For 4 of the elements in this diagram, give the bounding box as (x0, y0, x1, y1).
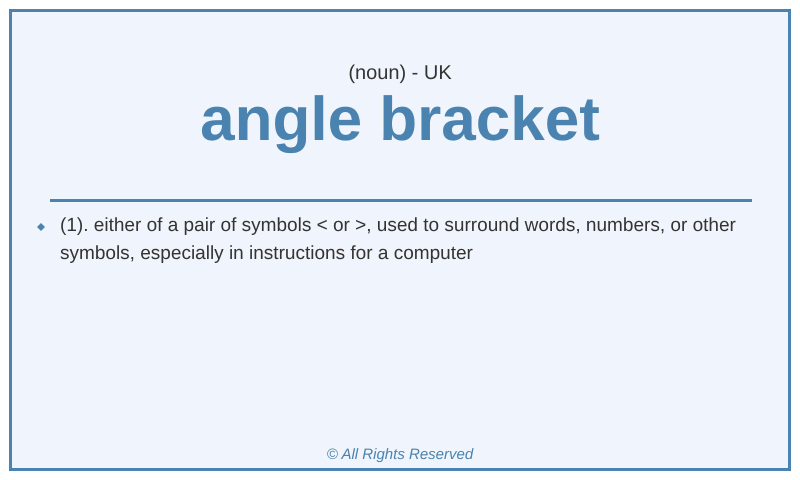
part-of-speech: (noun) - UK (348, 62, 452, 85)
definition-text: (1). either of a pair of symbols < or >, used to surround words, numbers, or other symbols, especially in instructions for a computer (60, 214, 737, 266)
copyright-notice: © All Rights Reserved (326, 446, 474, 463)
headword-title: angle bracket (200, 84, 600, 155)
